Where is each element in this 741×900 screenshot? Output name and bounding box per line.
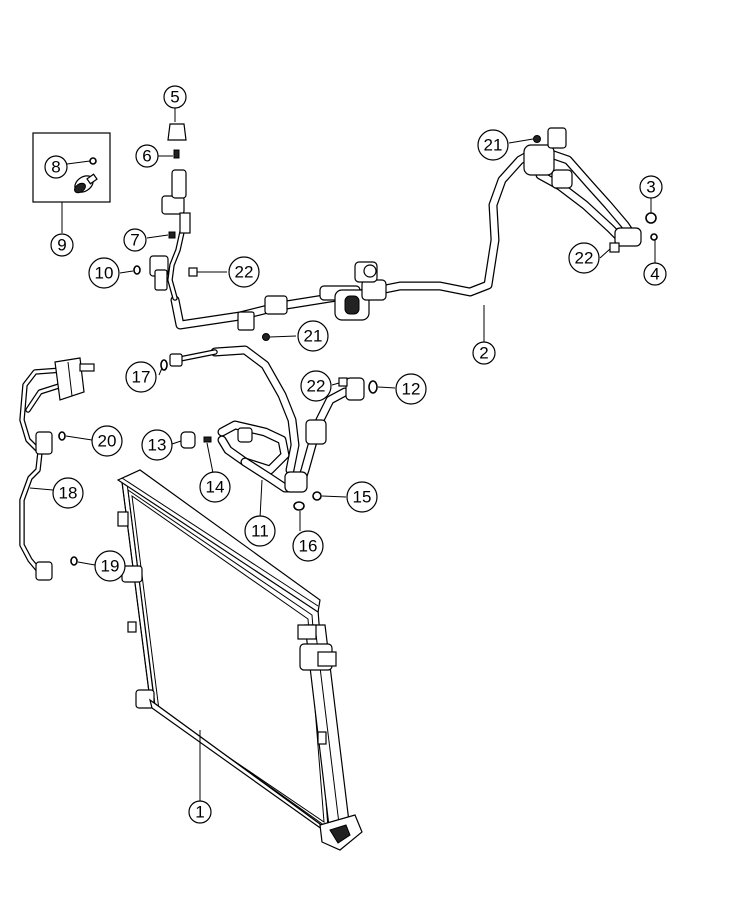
- callout-17[interactable]: 17: [125, 361, 157, 393]
- svg-text:7: 7: [130, 231, 139, 250]
- svg-text:19: 19: [101, 557, 120, 576]
- callout-21-lower[interactable]: 21: [297, 320, 329, 352]
- callout-21-upper[interactable]: 21: [477, 129, 509, 161]
- o-ring-20: [58, 431, 66, 441]
- callout-16[interactable]: 16: [292, 530, 324, 562]
- service-cap: [167, 123, 187, 141]
- svg-text:11: 11: [251, 522, 269, 541]
- svg-text:22: 22: [235, 263, 254, 282]
- callout-5[interactable]: 5: [163, 85, 187, 109]
- callout-18[interactable]: 18: [52, 477, 84, 509]
- svg-text:21: 21: [484, 136, 503, 155]
- svg-text:5: 5: [170, 88, 179, 107]
- svg-text:2: 2: [479, 344, 488, 363]
- callout-7[interactable]: 7: [123, 228, 147, 252]
- callout-22-right[interactable]: 22: [568, 242, 600, 274]
- nut-22c: [338, 377, 348, 387]
- valve-core-14: [203, 436, 212, 443]
- callout-4[interactable]: 4: [643, 262, 667, 286]
- small-parts: [58, 123, 658, 566]
- svg-text:8: 8: [51, 158, 60, 177]
- callout-19[interactable]: 19: [94, 550, 126, 582]
- callout-8[interactable]: 8: [44, 155, 68, 179]
- nut-21a: [533, 135, 541, 143]
- svg-text:4: 4: [650, 265, 659, 284]
- callout-22-middle[interactable]: 22: [300, 370, 332, 402]
- condenser[interactable]: [116, 469, 363, 851]
- liquid-line[interactable]: [19, 357, 95, 581]
- fitting-13: [180, 431, 196, 449]
- svg-text:21: 21: [304, 327, 323, 346]
- suction-line[interactable]: [149, 127, 642, 331]
- o-ring-15: [312, 491, 322, 501]
- nut-22a: [188, 267, 198, 277]
- nut-22b: [609, 242, 620, 253]
- callout-13[interactable]: 13: [141, 429, 173, 461]
- svg-text:16: 16: [299, 537, 318, 556]
- callout-1[interactable]: 1: [188, 800, 212, 824]
- switch-o-ring: [89, 157, 97, 165]
- callout-2[interactable]: 2: [472, 341, 496, 365]
- callout-10[interactable]: 10: [88, 257, 120, 289]
- svg-text:10: 10: [95, 264, 114, 283]
- svg-text:12: 12: [402, 380, 421, 399]
- callout-22-upper[interactable]: 22: [228, 256, 260, 288]
- o-ring-10: [133, 265, 141, 275]
- o-ring-12: [368, 380, 378, 394]
- o-ring-17: [160, 359, 168, 371]
- discharge-line[interactable]: [169, 345, 365, 493]
- svg-text:1: 1: [195, 803, 204, 822]
- o-ring-19: [70, 556, 78, 566]
- o-ring-16: [293, 501, 305, 511]
- svg-text:22: 22: [307, 377, 326, 396]
- valve-core-2: [168, 231, 176, 239]
- pressure-switch: [74, 173, 98, 194]
- svg-text:13: 13: [148, 436, 167, 455]
- callout-20[interactable]: 20: [91, 425, 123, 457]
- svg-text:6: 6: [142, 147, 151, 166]
- svg-text:15: 15: [353, 488, 372, 507]
- svg-text:9: 9: [57, 236, 66, 255]
- callout-11[interactable]: 11: [244, 515, 276, 547]
- callout-3[interactable]: 3: [639, 175, 663, 199]
- svg-text:18: 18: [59, 484, 78, 503]
- callout-6[interactable]: 6: [135, 144, 159, 168]
- valve-core: [173, 149, 180, 159]
- svg-text:17: 17: [132, 368, 151, 387]
- svg-text:22: 22: [575, 249, 594, 268]
- callout-12[interactable]: 12: [395, 373, 427, 405]
- callout-15[interactable]: 15: [346, 481, 378, 513]
- leader-lines: [29, 108, 656, 801]
- svg-text:20: 20: [98, 432, 117, 451]
- o-ring-4: [650, 233, 658, 241]
- callout-14[interactable]: 14: [199, 471, 231, 503]
- nut-21b: [262, 333, 270, 341]
- pressure-switch-box: [32, 132, 111, 203]
- svg-text:14: 14: [206, 478, 225, 497]
- callout-9[interactable]: 9: [50, 233, 74, 257]
- o-ring-3: [645, 212, 657, 224]
- svg-text:3: 3: [646, 178, 655, 197]
